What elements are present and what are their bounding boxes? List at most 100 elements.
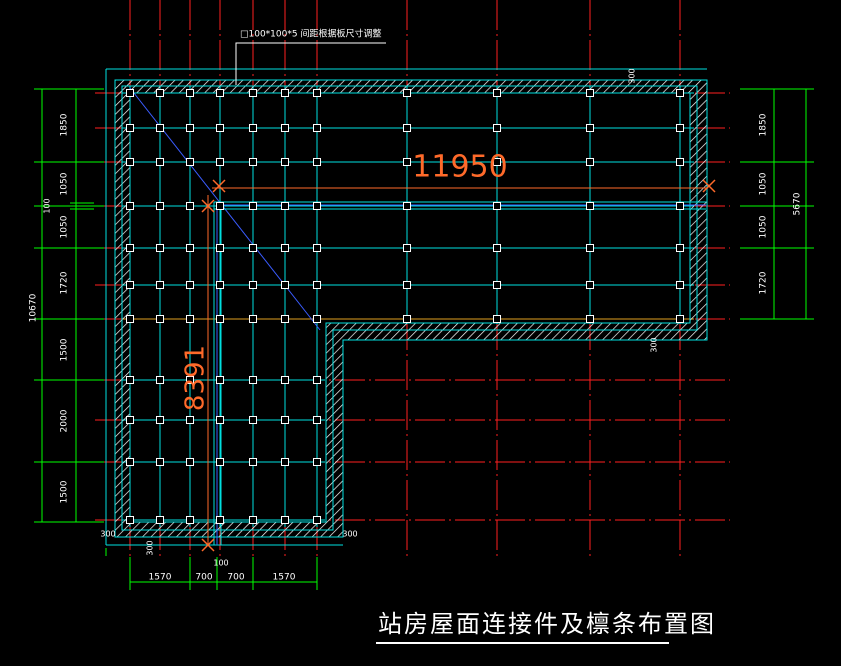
connector-node bbox=[186, 416, 194, 424]
connector-node bbox=[586, 158, 594, 166]
connector-node bbox=[186, 158, 194, 166]
connector-node bbox=[281, 516, 289, 524]
right-seg-label: 1050 bbox=[759, 215, 769, 238]
connector-node bbox=[586, 202, 594, 210]
connector-node bbox=[126, 202, 134, 210]
connector-node bbox=[126, 244, 134, 252]
connector-node bbox=[586, 124, 594, 132]
connector-node bbox=[249, 89, 257, 97]
connector-node bbox=[586, 281, 594, 289]
connector-node bbox=[249, 376, 257, 384]
connector-node bbox=[313, 458, 321, 466]
connector-node bbox=[126, 281, 134, 289]
dimension-labels: □100*100*5 间距根据板尺寸调整11950839110670185010… bbox=[29, 28, 803, 583]
connector-node bbox=[186, 315, 194, 323]
right-seg-label: 1050 bbox=[759, 172, 769, 195]
right-total-label: 5670 bbox=[793, 192, 803, 215]
left-seg-label: 1050 bbox=[60, 215, 70, 238]
connector-node bbox=[676, 89, 684, 97]
connector-node bbox=[493, 315, 501, 323]
connector-node bbox=[156, 124, 164, 132]
connector-node bbox=[249, 202, 257, 210]
connector-node bbox=[403, 158, 411, 166]
dim-tick bbox=[212, 179, 226, 193]
connector-node bbox=[249, 124, 257, 132]
offset-top-label: 300 bbox=[628, 68, 637, 83]
dim-tick bbox=[702, 179, 716, 193]
dim-11950-label: 11950 bbox=[412, 150, 507, 185]
connector-node bbox=[281, 376, 289, 384]
left-seg-label: 1500 bbox=[60, 480, 70, 503]
connector-node bbox=[186, 89, 194, 97]
connector-node bbox=[313, 416, 321, 424]
connector-node bbox=[186, 281, 194, 289]
connector-node bbox=[676, 124, 684, 132]
connector-node bbox=[216, 315, 224, 323]
left-seg-label: 1500 bbox=[60, 338, 70, 361]
connector-node bbox=[216, 244, 224, 252]
wall-mid-line bbox=[121, 85, 698, 531]
connector-node bbox=[676, 244, 684, 252]
connector-node bbox=[216, 416, 224, 424]
connector-node bbox=[126, 516, 134, 524]
connector-node bbox=[216, 281, 224, 289]
connector-node bbox=[281, 89, 289, 97]
connector-node bbox=[249, 416, 257, 424]
connector-node bbox=[216, 376, 224, 384]
gap-100-bottom-label: 100 bbox=[213, 559, 228, 568]
connector-node bbox=[586, 89, 594, 97]
connector-node bbox=[156, 516, 164, 524]
connector-node bbox=[493, 124, 501, 132]
connector-node bbox=[216, 202, 224, 210]
connector-node bbox=[126, 158, 134, 166]
right-seg-label: 1720 bbox=[759, 271, 769, 294]
connector-node bbox=[403, 124, 411, 132]
connector-node bbox=[281, 202, 289, 210]
connector-node bbox=[313, 315, 321, 323]
connector-node bbox=[156, 158, 164, 166]
connector-node bbox=[126, 416, 134, 424]
connector-node bbox=[313, 244, 321, 252]
connector-node bbox=[281, 315, 289, 323]
connector-node bbox=[313, 281, 321, 289]
connector-node bbox=[281, 244, 289, 252]
connector-node bbox=[493, 244, 501, 252]
connector-node bbox=[313, 516, 321, 524]
connector-node bbox=[216, 158, 224, 166]
connector-node bbox=[156, 376, 164, 384]
wall-outer-line bbox=[114, 79, 708, 538]
connector-node bbox=[156, 89, 164, 97]
connector-node bbox=[403, 315, 411, 323]
connector-node bbox=[216, 124, 224, 132]
connector-node bbox=[586, 244, 594, 252]
connector-node bbox=[126, 376, 134, 384]
note-label: □100*100*5 间距根据板尺寸调整 bbox=[240, 28, 381, 40]
connector-node bbox=[249, 244, 257, 252]
connector-node bbox=[403, 244, 411, 252]
bottom-dim-label: 1570 bbox=[149, 573, 172, 583]
title-underline bbox=[376, 642, 669, 644]
connector-node bbox=[676, 281, 684, 289]
connector-node bbox=[403, 281, 411, 289]
left-seg-label: 1850 bbox=[60, 113, 70, 136]
connector-node bbox=[126, 124, 134, 132]
connector-node bbox=[186, 376, 194, 384]
connector-node bbox=[676, 315, 684, 323]
connector-node bbox=[126, 315, 134, 323]
gap-100-left-label: 100 bbox=[43, 198, 52, 213]
bottom-dim-label: 700 bbox=[195, 573, 212, 583]
connector-node bbox=[313, 202, 321, 210]
connector-node bbox=[249, 516, 257, 524]
left-seg-label: 1050 bbox=[60, 172, 70, 195]
drawing-title: 站房屋面连接件及檩条布置图 bbox=[378, 610, 716, 638]
connector-node bbox=[586, 315, 594, 323]
connector-node bbox=[281, 416, 289, 424]
connector-node bbox=[403, 202, 411, 210]
connector-node bbox=[249, 158, 257, 166]
connector-node bbox=[186, 202, 194, 210]
dim-tick bbox=[201, 538, 215, 552]
note-leader bbox=[235, 42, 386, 85]
connector-node bbox=[156, 416, 164, 424]
connector-node bbox=[313, 89, 321, 97]
